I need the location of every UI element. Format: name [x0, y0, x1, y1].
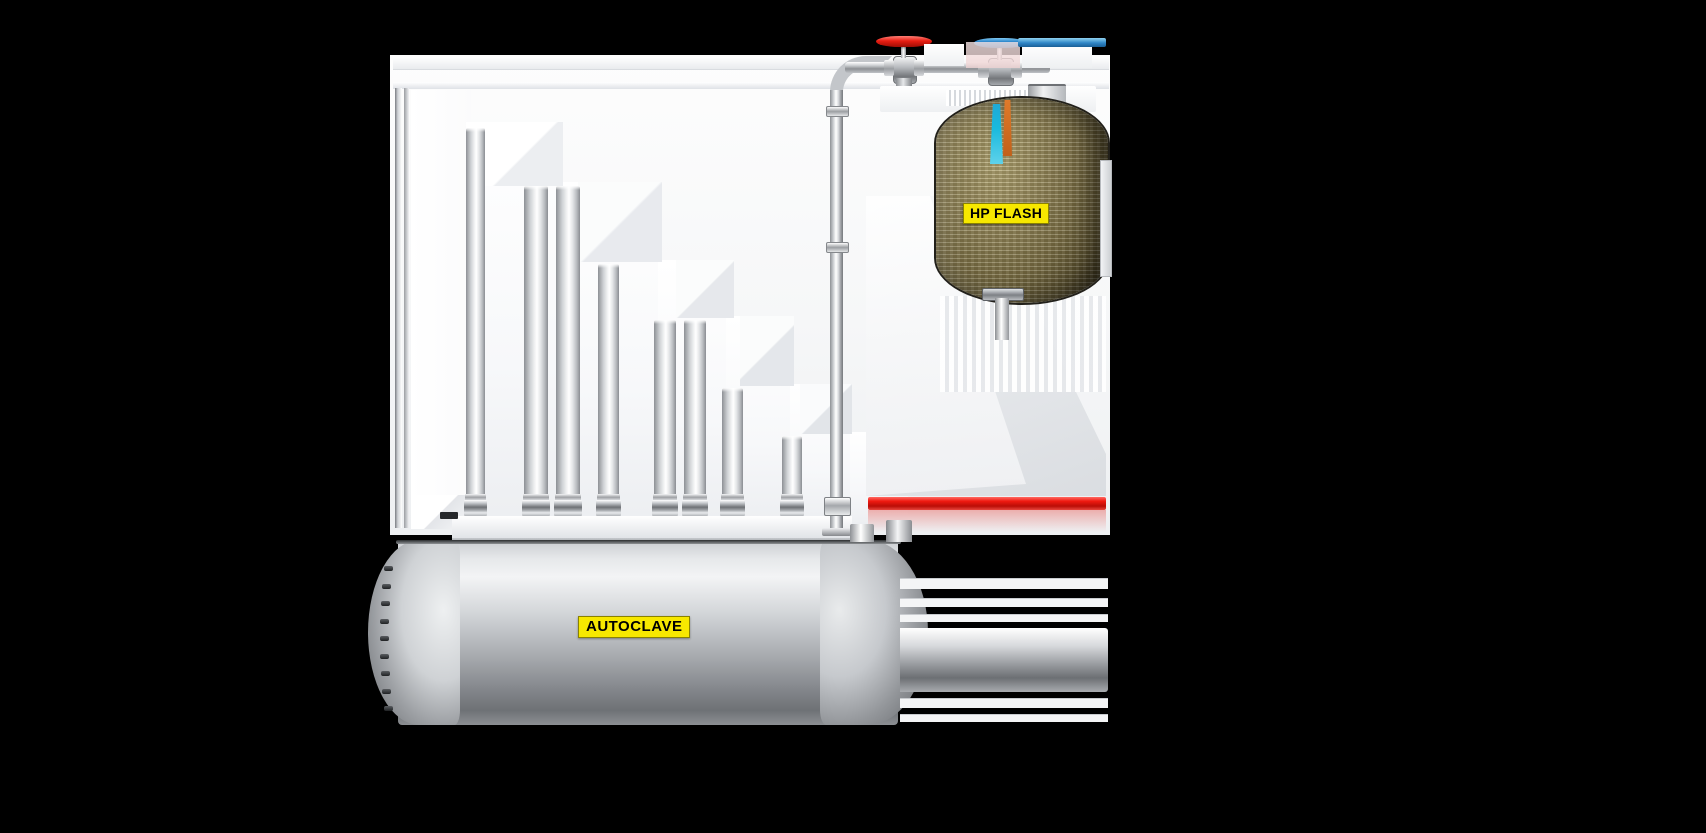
riser-coupling-lower [824, 497, 851, 516]
hp-flash-bottom-pipe [995, 298, 1009, 340]
cylinder-base-flange [522, 500, 550, 516]
blue-valve-flange-right [1011, 62, 1022, 78]
upper-pink-panel [966, 42, 1020, 68]
deck-dark-marker [440, 512, 458, 519]
step-bevel-3 [676, 260, 734, 318]
cylinder-base-flange [554, 500, 582, 516]
hp-flash-side-ladder [1100, 160, 1112, 277]
vertical-riser-pipe [830, 90, 843, 530]
discharge-pipe-line-2 [900, 598, 1108, 607]
autoclave-nozzle-a [850, 524, 874, 542]
cylinder-base-flange [780, 500, 804, 516]
autoclave-head-bolt [382, 583, 392, 589]
cylinder-collar [597, 494, 620, 500]
hp-flash-shell [936, 98, 1108, 303]
autoclave-head-bolt [383, 566, 393, 571]
vertical-cylinder [654, 320, 676, 516]
riser-base-flange [822, 528, 851, 536]
autoclave-head-bolt [380, 653, 390, 659]
upper-blue-duct [1018, 38, 1106, 47]
autoclave-head-bolt [380, 636, 389, 641]
autoclave-nozzle-b [886, 520, 912, 542]
orange-nozzle-icon [1003, 100, 1012, 156]
upper-white-panel-b [1022, 44, 1092, 68]
hp-flash-label: HP FLASH [963, 203, 1050, 224]
autoclave-head-bolt [383, 706, 393, 711]
red-valve-handwheel[interactable] [876, 36, 932, 47]
discharge-pipe-line-1 [900, 578, 1108, 589]
cylinder-base-flange [720, 500, 745, 516]
cylinder-collar [781, 494, 803, 500]
red-process-pipe [868, 497, 1106, 510]
discharge-pipe-line-4 [900, 698, 1108, 708]
autoclave-head-bolt [382, 688, 392, 694]
red-valve-flange-right [914, 60, 924, 76]
vertical-cylinder [524, 186, 548, 516]
riser-coupling-upper [826, 106, 849, 117]
discharge-pipe-line-5 [900, 714, 1108, 722]
upper-white-panel-a [924, 44, 964, 66]
vertical-cylinder [466, 128, 485, 516]
autoclave-head-bolt [380, 618, 390, 624]
discharge-pipe-line-3 [900, 614, 1108, 622]
structure-top-band-secondary [393, 82, 1109, 89]
vertical-cylinder [556, 186, 580, 516]
step-bevel-5 [800, 384, 852, 434]
structure-left-panel [411, 90, 471, 527]
red-valve-stem [901, 40, 906, 58]
cylinder-collar [653, 494, 677, 500]
blue-valve-flange-left [978, 62, 989, 78]
cylinder-base-flange [682, 500, 708, 516]
step-bevel-1 [485, 122, 563, 186]
structure-left-rail [395, 88, 402, 528]
cylinder-base-flange [596, 500, 621, 516]
red-pipe-shadow [868, 510, 1106, 532]
cylinder-base-flange [652, 500, 678, 516]
hp-flash-support-skirt [940, 296, 1106, 392]
cylinder-collar [523, 494, 549, 500]
vertical-cylinder [684, 320, 706, 516]
red-valve-flange-left [884, 60, 894, 76]
vertical-cylinder [598, 264, 619, 516]
cylinder-collar [555, 494, 581, 500]
hp-flash-vessel [936, 98, 1108, 303]
cylinder-collar [721, 494, 744, 500]
autoclave-head-bolt [381, 671, 391, 676]
cylinder-base-flange [464, 500, 487, 516]
discharge-pipe-main [900, 628, 1108, 692]
cylinder-collar [683, 494, 707, 500]
step-bevel-2 [578, 182, 662, 262]
vertical-cylinder [722, 388, 743, 516]
step-bevel-4 [740, 316, 794, 386]
cylinder-collar [465, 494, 486, 500]
blue-nozzle-icon [990, 104, 1003, 164]
cylinder-deck [452, 516, 852, 542]
structure-left-rail-inner [404, 88, 409, 528]
autoclave-head-bolt [381, 601, 391, 606]
riser-coupling-mid [826, 242, 849, 253]
autoclave-top-seam [396, 540, 901, 544]
autoclave-left-head [368, 540, 460, 725]
autoclave-label: AUTOCLAVE [578, 616, 691, 638]
top-manifold-pipe [845, 62, 1050, 73]
